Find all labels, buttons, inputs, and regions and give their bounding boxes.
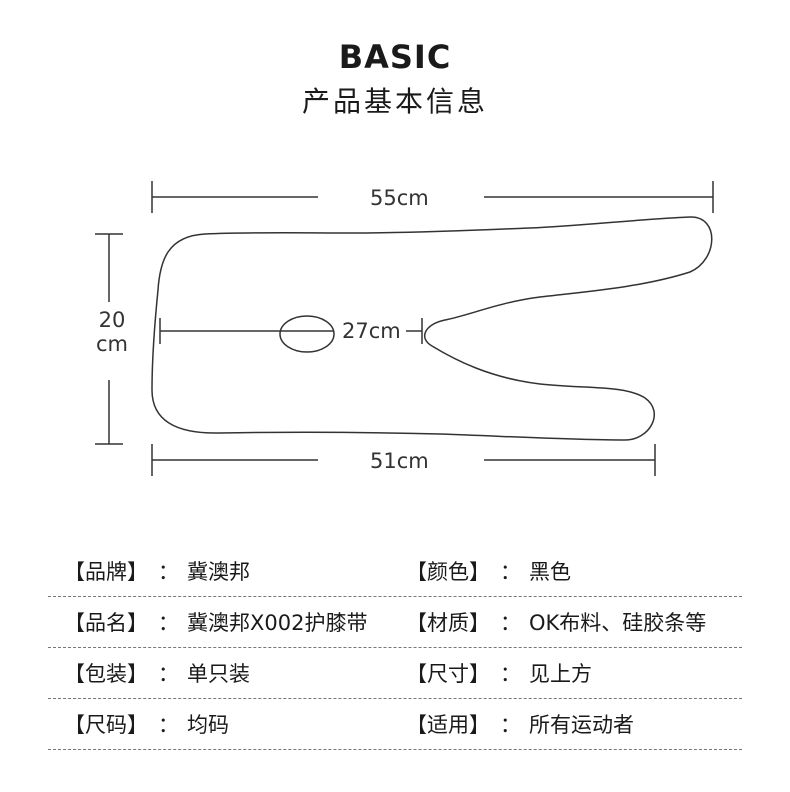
spec-label: 【颜色】 (406, 560, 490, 584)
spec-value: OK布料、硅胶条等 (529, 611, 707, 635)
spec-item-packaging: 【包装】 ： 单只装 (64, 658, 250, 688)
spec-label: 【尺寸】 (406, 662, 490, 686)
spec-separator: ： (500, 713, 521, 737)
spec-value: 黑色 (529, 560, 571, 584)
middle-length-label: 27cm (342, 319, 401, 343)
spec-value: 冀澳邦X002护膝带 (187, 611, 368, 635)
spec-item-suitable-for: 【适用】 ： 所有运动者 (406, 709, 634, 739)
page-title: BASIC (338, 38, 452, 76)
spec-label: 【适用】 (406, 713, 490, 737)
brace-outline (151, 216, 713, 441)
spec-separator: ： (500, 611, 521, 635)
spec-label: 【品牌】 (64, 560, 148, 584)
spec-row: 【尺码】 ： 均码 【适用】 ： 所有运动者 (48, 699, 742, 750)
bottom-width-label: 51cm (370, 449, 429, 473)
spec-value: 均码 (187, 713, 229, 737)
spec-item-size: 【尺码】 ： 均码 (64, 709, 229, 739)
height-label-value: 20 (98, 308, 126, 332)
spec-separator: ： (158, 662, 179, 686)
height-label-unit: cm (95, 332, 128, 356)
spec-row: 【包装】 ： 单只装 【尺寸】 ： 见上方 (48, 648, 742, 699)
spec-item-color: 【颜色】 ： 黑色 (406, 556, 571, 586)
spec-item-product-name: 【品名】 ： 冀澳邦X002护膝带 (64, 607, 367, 637)
kneecap-hole (279, 315, 335, 353)
height-label: 20 cm (92, 308, 132, 356)
spec-item-material: 【材质】 ： OK布料、硅胶条等 (406, 607, 706, 637)
spec-separator: ： (500, 662, 521, 686)
spec-row: 【品名】 ： 冀澳邦X002护膝带 【材质】 ： OK布料、硅胶条等 (48, 597, 742, 648)
spec-label: 【品名】 (64, 611, 148, 635)
top-width-label: 55cm (370, 186, 429, 210)
spec-separator: ： (500, 560, 521, 584)
spec-separator: ： (158, 611, 179, 635)
spec-separator: ： (158, 713, 179, 737)
spec-item-dimensions: 【尺寸】 ： 见上方 (406, 658, 592, 688)
spec-table: 【品牌】 ： 冀澳邦 【颜色】 ： 黑色 【品名】 ： 冀澳邦X002护膝带 【材质】 ： OK… (48, 546, 742, 750)
spec-label: 【包装】 (64, 662, 148, 686)
spec-label: 【尺码】 (64, 713, 148, 737)
spec-value: 单只装 (187, 662, 250, 686)
spec-value: 所有运动者 (529, 713, 634, 737)
spec-row: 【品牌】 ： 冀澳邦 【颜色】 ： 黑色 (48, 546, 742, 597)
spec-label: 【材质】 (406, 611, 490, 635)
spec-item-brand: 【品牌】 ： 冀澳邦 (64, 556, 250, 586)
page-subtitle: 产品基本信息 (301, 85, 488, 118)
spec-value: 见上方 (529, 662, 592, 686)
spec-value: 冀澳邦 (187, 560, 250, 584)
spec-separator: ： (158, 560, 179, 584)
